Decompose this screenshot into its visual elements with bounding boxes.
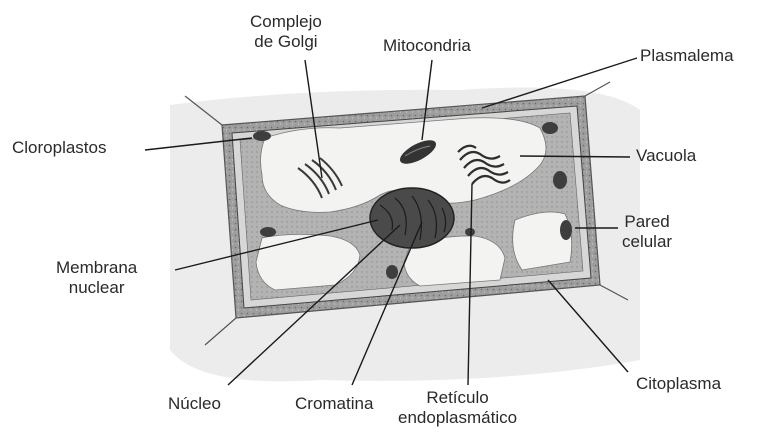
label-nuclear-membrane: Membrana nuclear [56,258,137,298]
label-nucleus: Núcleo [168,394,221,414]
label-nuclear-membrane-line2: nuclear [56,278,137,298]
label-cytoplasm: Citoplasma [636,374,721,394]
label-golgi-line1: Complejo [250,12,322,32]
label-chloroplasts: Cloroplastos [12,138,107,158]
label-nuclear-membrane-line1: Membrana [56,258,137,278]
label-reticulum-line2: endoplasmático [398,408,517,428]
label-cell-wall-line2: celular [622,232,672,252]
leader-vacuole [520,156,630,157]
label-cell-wall: Pared celular [622,212,672,252]
label-vacuole: Vacuola [636,146,696,166]
label-mitochondria: Mitocondria [383,36,471,56]
label-reticulum-line1: Retículo [398,388,517,408]
label-cell-wall-line1: Pared [622,212,672,232]
label-chromatin: Cromatina [295,394,373,414]
label-reticulum: Retículo endoplasmático [398,388,517,428]
nucleus [370,188,454,248]
label-golgi-line2: de Golgi [250,32,322,52]
label-golgi: Complejo de Golgi [250,12,322,52]
label-plasmalema: Plasmalema [640,46,734,66]
vacuole-lower-right [513,212,572,270]
